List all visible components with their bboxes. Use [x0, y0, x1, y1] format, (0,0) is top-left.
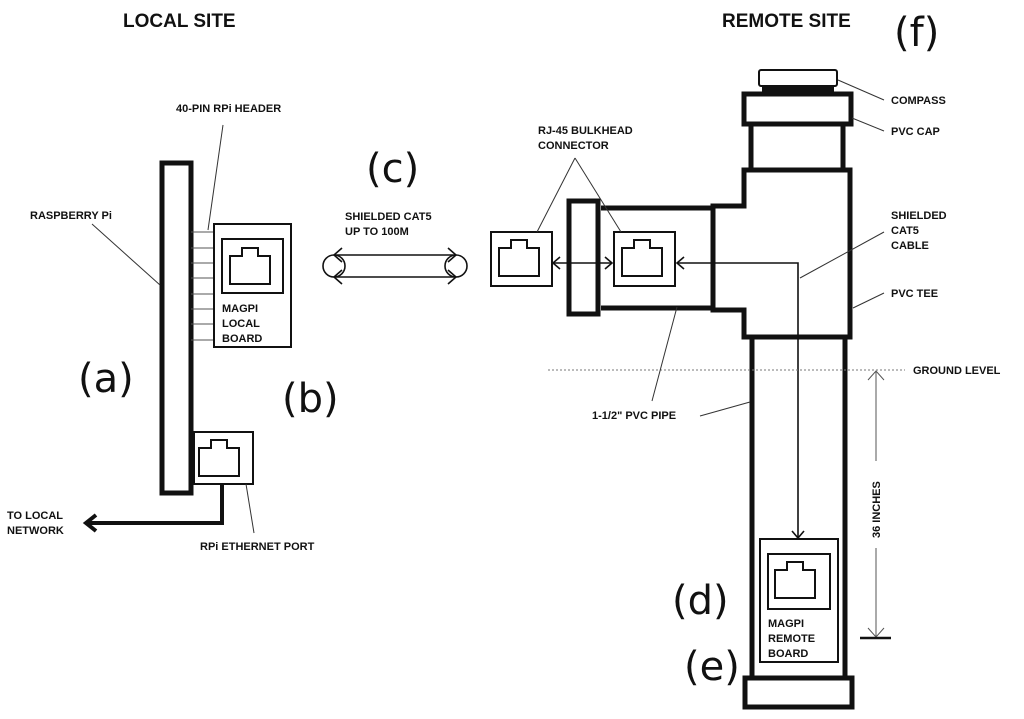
bulkhead-label-1: RJ-45 BULKHEAD [538, 125, 633, 137]
horizontal-pvc-pipe [601, 205, 713, 311]
shielded-cable-label-3: CABLE [891, 240, 929, 252]
shielded-cable-label-2: CAT5 [891, 225, 919, 237]
local-site-title: LOCAL SITE [123, 11, 236, 32]
remote-board-label-3: BOARD [768, 648, 808, 660]
pvc-cap-label: PVC CAP [891, 126, 940, 138]
depth-arrow-up-icon [867, 370, 885, 381]
section-letter-d: (d) [672, 578, 729, 624]
compass-label: COMPASS [891, 95, 946, 107]
ethernet-port-label: RPi ETHERNET PORT [200, 541, 315, 553]
ground-level-label: GROUND LEVEL [913, 365, 1001, 377]
to-network-label-1: TO LOCAL [7, 510, 63, 522]
local-network-cable [88, 484, 224, 525]
compass-leader-line [837, 79, 885, 101]
section-letter-f: (f) [894, 10, 939, 56]
pvc-tee-leader-line [852, 292, 885, 309]
bottom-pvc-cap [742, 675, 855, 710]
raspberry-pi-board [159, 160, 194, 496]
remote-site-title: REMOTE SITE [722, 11, 851, 32]
network-arrow-icon [82, 513, 98, 533]
vertical-pvc-pipe [749, 337, 848, 680]
remote-board-label-1: MAGPI [768, 618, 804, 630]
cable-label-2: UP TO 100M [345, 226, 409, 238]
upper-pvc-pipe [748, 124, 846, 170]
pvc-pipe-label: 1-1/2" PVC PIPE [592, 410, 676, 422]
bulkhead-flange [566, 198, 601, 317]
local-board-label-2: LOCAL [222, 318, 260, 330]
shielded-cable-leader-line [799, 231, 885, 279]
internal-cat5-cable [677, 262, 799, 538]
cable-coil-icon [322, 247, 468, 285]
pvc-tee-label: PVC TEE [891, 288, 938, 300]
to-network-label-2: NETWORK [7, 525, 64, 537]
header-pins [191, 231, 214, 341]
pvc-tee [710, 167, 853, 340]
pvc-pipe-leader-line-2 [699, 401, 751, 417]
bulkhead-label-2: CONNECTOR [538, 140, 609, 152]
compass-base [762, 84, 834, 92]
pvc-cap [741, 91, 854, 127]
remote-board-label-2: REMOTE [768, 633, 815, 645]
pvc-cap-leader-line [851, 117, 885, 132]
raspberry-pi-label: RASPBERRY Pi [30, 210, 112, 222]
raspberry-pi-leader-line [91, 223, 161, 286]
ethernet-port-leader-line [245, 483, 255, 534]
bulkhead-link-arrow-left-icon [551, 256, 561, 270]
bulkhead-link-arrow-right-icon [604, 256, 614, 270]
shielded-cable-label-1: SHIELDED [891, 210, 947, 222]
bulkhead-leader-line-2 [574, 157, 622, 233]
local-board-label-1: MAGPI [222, 303, 258, 315]
section-letter-b: (b) [282, 376, 339, 422]
cable-label-1: SHIELDED CAT5 [345, 211, 432, 223]
header-leader-line [207, 124, 224, 231]
header-label: 40-PIN RPi HEADER [176, 103, 281, 115]
local-board-label-3: BOARD [222, 333, 262, 345]
compass [758, 69, 838, 87]
section-letter-a: (a) [78, 356, 134, 402]
pvc-pipe-leader-line-1 [651, 306, 678, 402]
section-letter-e: (e) [684, 644, 740, 690]
bulkhead-leader-line-1 [536, 157, 576, 233]
internal-cable-arrow-left-icon [675, 256, 685, 270]
depth-label: 36 INCHES [871, 481, 883, 538]
section-letter-c: (c) [366, 146, 419, 192]
